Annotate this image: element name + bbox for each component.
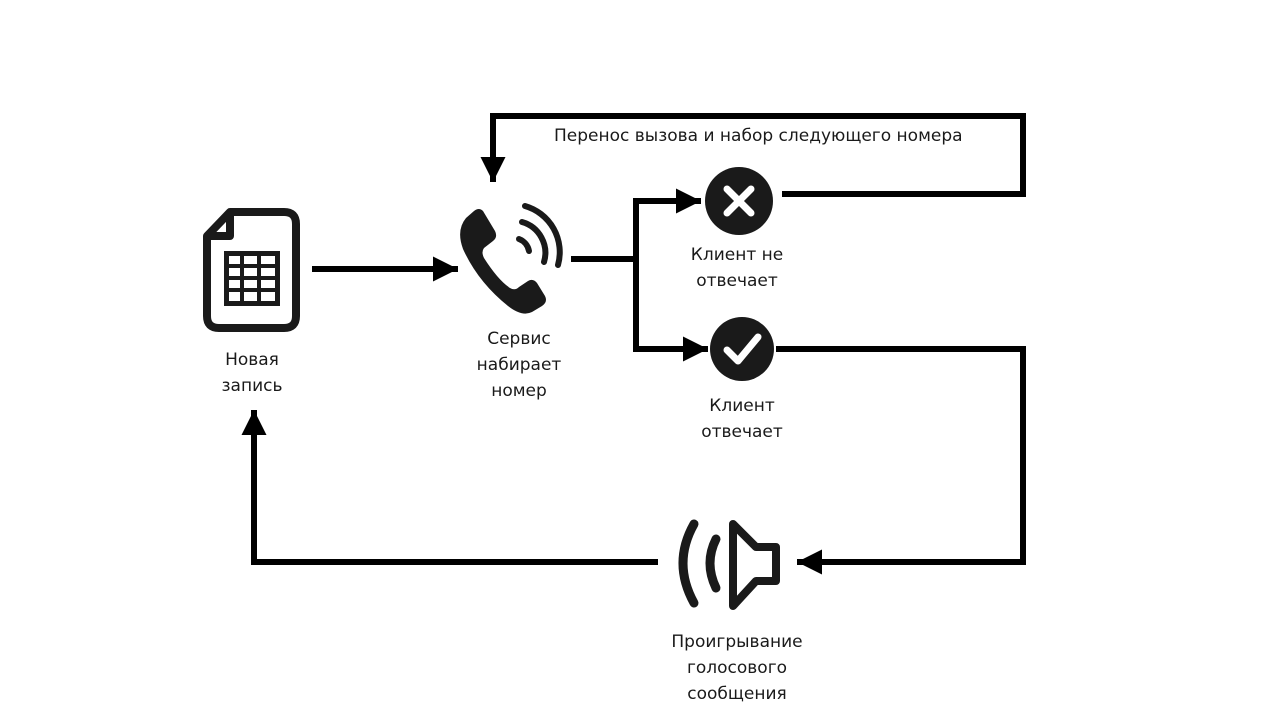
label-service-dials: Сервис набирает номер <box>459 326 579 404</box>
arrow-answers-to-voice <box>776 346 1026 575</box>
label-service-dials-line-3: номер <box>491 381 547 401</box>
arrow-no-answer-redial-loop <box>480 113 1026 197</box>
label-new-record: Новая запись <box>192 347 312 399</box>
arrow-branch-to-no-answer <box>633 188 701 259</box>
phone-ringing-icon <box>460 203 563 314</box>
label-no-answer-line-2: отвечает <box>696 271 778 291</box>
arrow-voice-to-record <box>241 410 658 565</box>
label-play-voice-line-3: сообщения <box>687 684 787 704</box>
speaker-icon <box>678 519 780 610</box>
label-play-voice: Проигрывание голосового сообщения <box>657 629 817 707</box>
label-service-dials-line-1: Сервис <box>487 329 551 349</box>
label-service-dials-line-2: набирает <box>476 355 562 375</box>
redial-edge-label: Перенос вызова и набор следующего номера <box>554 126 963 146</box>
label-answers: Клиент отвечает <box>682 393 802 445</box>
arrow-branch-to-answers <box>633 259 708 362</box>
label-new-record-line-1: Новая <box>225 350 279 370</box>
label-answers-line-1: Клиент <box>709 396 775 416</box>
spreadsheet-file-icon <box>203 208 300 332</box>
label-play-voice-line-2: голосового <box>686 658 788 678</box>
x-circle-icon <box>705 167 773 235</box>
label-new-record-line-2: запись <box>221 376 283 396</box>
connectors <box>241 113 1026 575</box>
label-no-answer-line-1: Клиент не <box>690 245 784 265</box>
label-answers-line-2: отвечает <box>701 422 783 442</box>
label-no-answer: Клиент не отвечает <box>677 242 797 294</box>
check-circle-icon <box>710 317 774 381</box>
label-play-voice-line-1: Проигрывание <box>671 632 803 652</box>
